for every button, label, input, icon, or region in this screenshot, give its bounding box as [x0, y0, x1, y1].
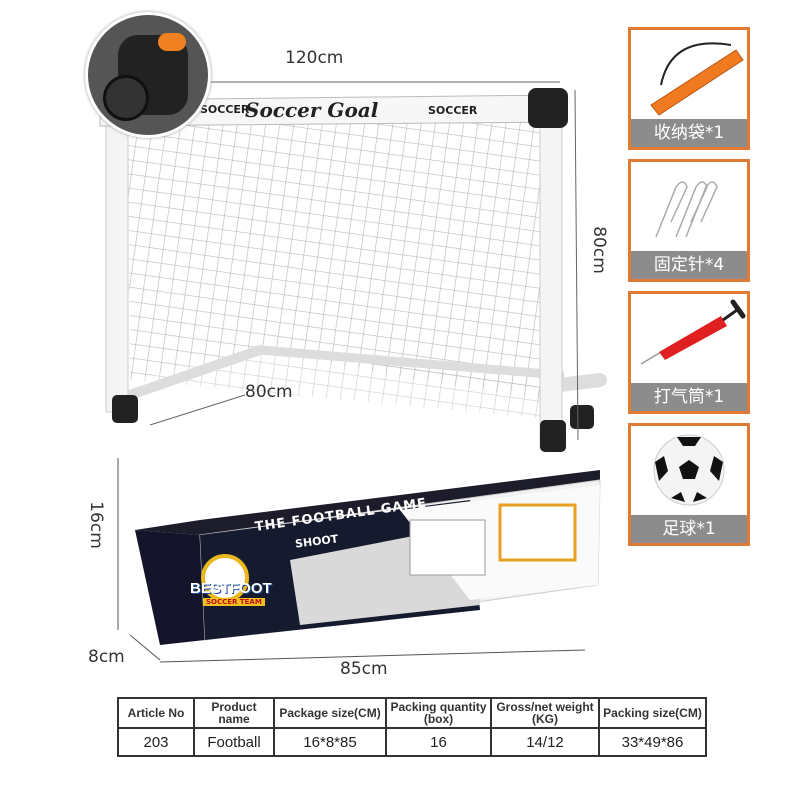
header-cell: Package size(CM) — [273, 697, 387, 729]
header-cell: Packing quantity (box) — [385, 697, 492, 729]
accessory-label: 打气筒*1 — [631, 383, 747, 411]
header-cell: Article No — [117, 697, 195, 729]
goal-bar-label-left: SOCCER — [200, 103, 250, 116]
accessory-storage-bag: 收纳袋*1 — [628, 27, 750, 150]
box-height-label: 16cm — [85, 501, 106, 549]
cell: 16*8*85 — [273, 727, 387, 757]
cell: 14/12 — [490, 727, 600, 757]
box-length-label: 85cm — [340, 659, 388, 679]
header-cell: Packing size(CM) — [598, 697, 707, 729]
box-team-label: SOCCER TEAM — [203, 598, 265, 606]
goal-net — [128, 118, 548, 400]
table-header-row: Article No Product name Package size(CM)… — [117, 697, 707, 729]
header-cell: Product name — [193, 697, 275, 729]
cell: 33*49*86 — [598, 727, 707, 757]
accessory-air-pump: 打气筒*1 — [628, 291, 750, 414]
cell: 16 — [385, 727, 492, 757]
table-row: 203 Football 16*8*85 16 14/12 33*49*86 — [117, 727, 707, 757]
packaging-box-illustration — [117, 458, 601, 663]
accessory-label: 收纳袋*1 — [631, 119, 747, 147]
ground-pin-icon — [655, 181, 718, 238]
accessory-ground-pins: 固定针*4 — [628, 159, 750, 282]
goal-bar-title: Soccer Goal — [245, 98, 379, 122]
goal-bar-label-right: SOCCER — [428, 104, 478, 117]
soccer-goal-illustration — [99, 81, 607, 452]
goal-width-label: 120cm — [285, 48, 344, 68]
goal-height-label: 80cm — [588, 226, 609, 274]
box-brand-logo: BESTFOOT — [190, 580, 272, 597]
header-cell: Gross/net weight (KG) — [490, 697, 600, 729]
connector-detail-inset — [85, 12, 211, 138]
accessory-label: 固定针*4 — [631, 251, 747, 279]
storage-bag-icon — [650, 42, 744, 116]
spec-table: Article No Product name Package size(CM)… — [117, 697, 707, 757]
soccer-ball-icon — [653, 434, 725, 506]
cell: 203 — [117, 727, 195, 757]
air-pump-icon — [640, 299, 746, 365]
accessory-soccer-ball: 足球*1 — [628, 423, 750, 546]
accessory-label: 足球*1 — [631, 515, 747, 543]
goal-depth-label: 80cm — [245, 382, 293, 402]
cell: Football — [193, 727, 275, 757]
box-depth-label: 8cm — [88, 647, 125, 667]
